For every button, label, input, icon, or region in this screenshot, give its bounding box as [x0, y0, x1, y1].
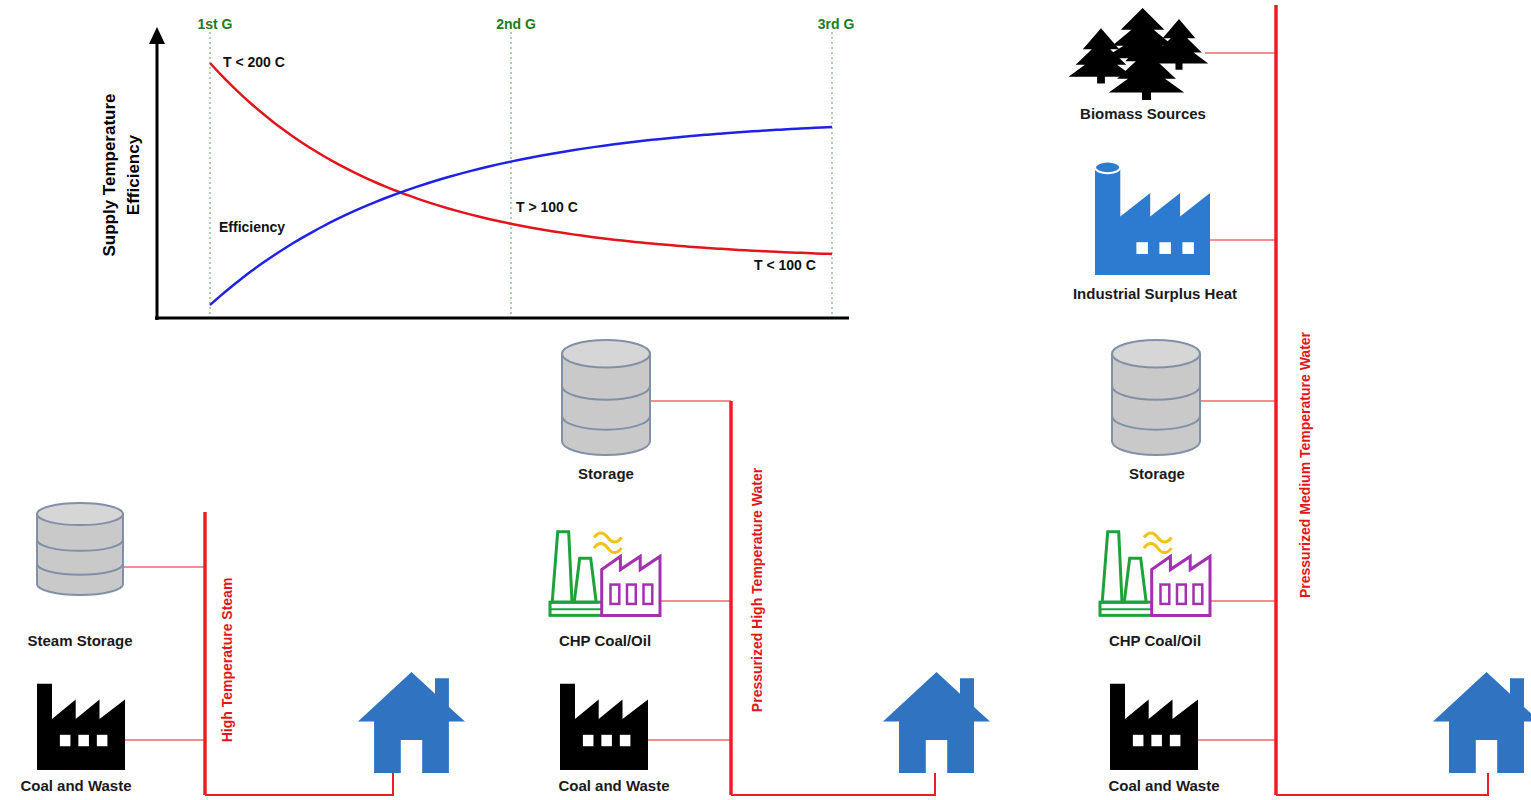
source-label: Industrial Surplus Heat [1073, 285, 1237, 302]
curve-label: T < 200 C [221, 54, 287, 70]
feeder-line [1200, 400, 1276, 401]
chart [149, 27, 849, 320]
x-axis [155, 317, 849, 320]
bus-line [729, 401, 733, 795]
chp-icon [550, 532, 660, 616]
feeder-line [125, 739, 205, 740]
source-label: Coal and Waste [20, 777, 131, 794]
efficiency-curve [210, 127, 832, 305]
source-label: Steam Storage [27, 632, 132, 649]
generation-label: 2nd G [496, 16, 536, 32]
bus-line [1274, 5, 1278, 795]
grid-line [832, 32, 833, 318]
chp-icon [1100, 532, 1210, 616]
grid-line [210, 32, 211, 318]
supply-line [731, 773, 935, 795]
source-node: Storage [558, 338, 654, 484]
factory-icon [37, 684, 125, 770]
source-node: CHP Coal/Oil [546, 528, 664, 651]
feeder-line [1210, 239, 1276, 240]
industry-icon [1095, 162, 1210, 275]
source-node: Industrial Surplus Heat [1069, 156, 1241, 304]
feeder-line [1210, 600, 1276, 601]
grid-line [511, 32, 512, 318]
source-label: Coal and Waste [1108, 777, 1219, 794]
source-label: Coal and Waste [558, 777, 669, 794]
trees-icon [1069, 8, 1209, 100]
feeder-line [650, 400, 731, 401]
source-label: CHP Coal/Oil [1109, 632, 1201, 649]
generation-label: 1st G [197, 16, 232, 32]
y-axis [156, 40, 159, 320]
source-node: Coal and Waste [1104, 680, 1223, 796]
source-label: Biomass Sources [1080, 105, 1206, 122]
source-node: CHP Coal/Oil [1096, 528, 1214, 651]
storage-icon [562, 340, 650, 455]
curve-label: T > 100 C [514, 199, 580, 215]
feeder-line [660, 600, 731, 601]
axis-arrow [149, 27, 165, 44]
source-node: Biomass Sources [1071, 6, 1210, 124]
house-icon [1433, 672, 1531, 773]
factory-icon [560, 684, 648, 770]
pipe-label: Pressurized Medium Temperature Water [1297, 332, 1313, 598]
source-node: Coal and Waste [16, 680, 135, 796]
generation-label: 3rd G [818, 16, 855, 32]
curve-label: Efficiency [217, 219, 287, 235]
feeder-line [123, 566, 205, 567]
supply-line [205, 773, 393, 795]
factory-icon [1110, 684, 1198, 770]
source-label: CHP Coal/Oil [559, 632, 651, 649]
axis-label: Supply Temperature [100, 93, 120, 256]
bus-line [203, 512, 207, 795]
axis-label: Efficiency [124, 135, 144, 215]
curve-label: T < 100 C [752, 257, 818, 273]
supply-line [1276, 773, 1488, 795]
pipe-label: Pressurized High Temperature Water [749, 468, 765, 712]
storage-icon [1112, 340, 1200, 455]
source-node: Steam Storage [23, 501, 136, 651]
source-label: Storage [578, 465, 634, 482]
feeder-line [648, 739, 731, 740]
pipe-label: High Temperature Steam [219, 578, 235, 743]
feeder-line [1198, 739, 1276, 740]
source-label: Storage [1129, 465, 1185, 482]
house-icon [358, 672, 465, 773]
storage-icon [37, 503, 123, 595]
house-icon [883, 672, 990, 773]
source-node: Coal and Waste [554, 680, 673, 796]
feeder-line [1205, 52, 1276, 53]
source-node: Storage [1108, 338, 1204, 484]
